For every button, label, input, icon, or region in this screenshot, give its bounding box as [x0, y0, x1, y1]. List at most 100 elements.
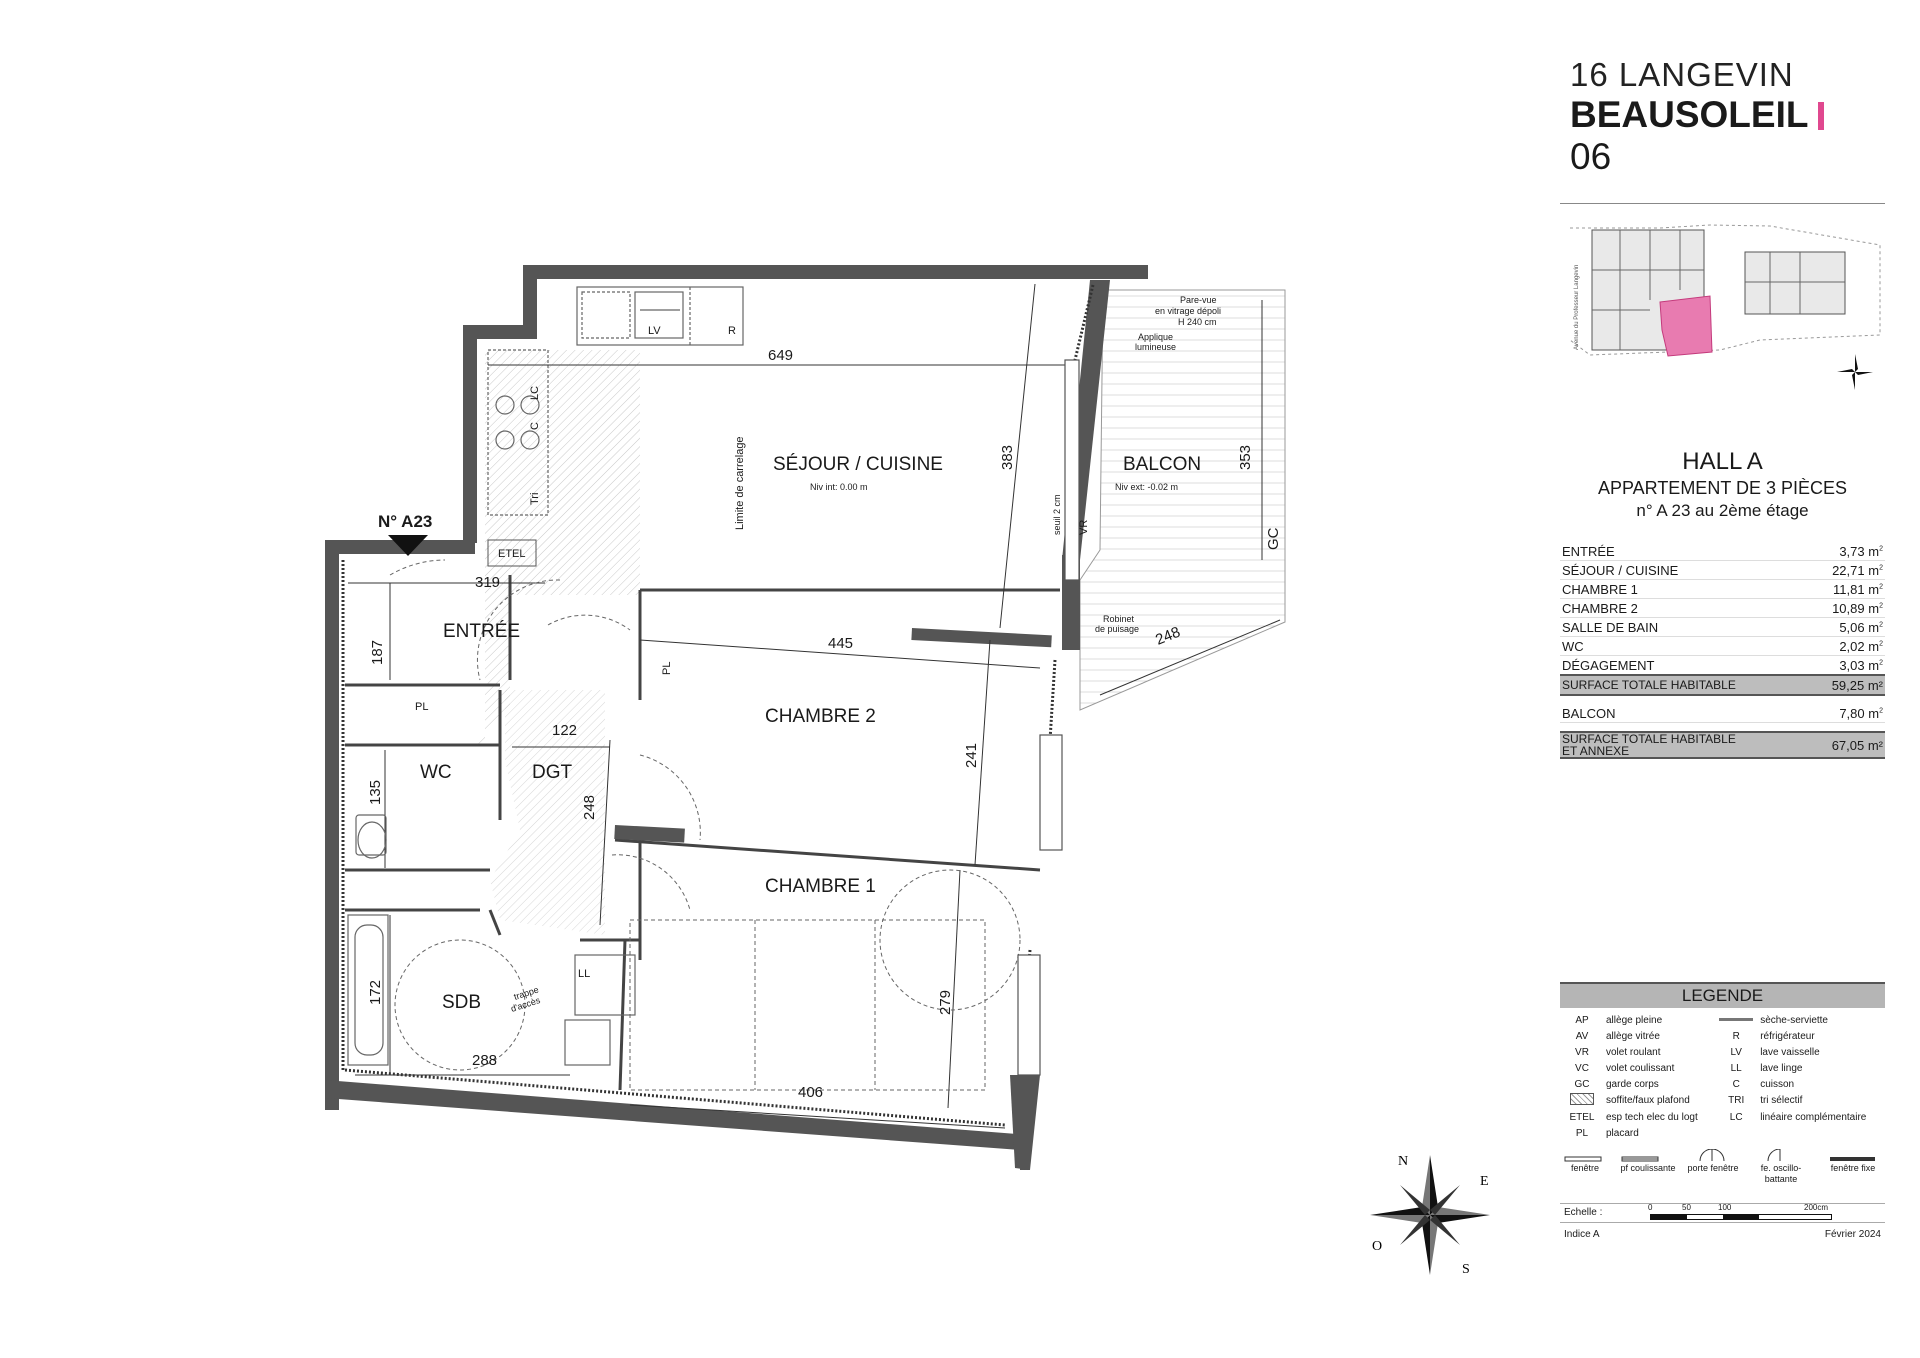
label-pl-ch2: PL — [661, 662, 673, 675]
revision-date: Février 2024 — [1824, 1229, 1881, 1240]
dim-172: 172 — [367, 980, 384, 1005]
dim-319: 319 — [475, 574, 500, 591]
dim-383: 383 — [999, 445, 1016, 470]
label-robinet-1: Robinet — [1103, 614, 1135, 624]
dim-248: 248 — [581, 795, 598, 820]
legend-symbols: fenêtre pf coulissante porte fenêtre fe.… — [1560, 1149, 1885, 1197]
legend-fenetre: fenêtre — [1570, 1163, 1600, 1173]
compass-rose: N E S O — [1370, 1154, 1490, 1277]
tiled-area — [470, 350, 640, 750]
surface-value: 2,02 m2 — [1807, 636, 1885, 656]
surface-value: 10,89 m2 — [1807, 598, 1885, 618]
apartment-ref: n° A 23 au 2ème étage — [1636, 501, 1809, 520]
balcon-label: BALCON — [1560, 704, 1808, 723]
label-vr: VR — [1078, 520, 1090, 535]
surface-name: DÉGAGEMENT — [1560, 655, 1808, 676]
dim-288: 288 — [472, 1052, 497, 1069]
label-parevue-2: en vitrage dépoli — [1155, 306, 1221, 316]
surface-total-label: SURFACE TOTALE HABITABLE — [1560, 674, 1808, 696]
label-lc: LC — [529, 386, 541, 400]
interior-walls — [345, 575, 1060, 1091]
compass-o: O — [1372, 1239, 1382, 1254]
label-gc: GC — [1265, 527, 1282, 550]
surface-value: 5,06 m2 — [1807, 617, 1885, 637]
surface-name: SÉJOUR / CUISINE — [1560, 560, 1808, 580]
soffit-icon — [1570, 1093, 1594, 1105]
dim-187: 187 — [369, 640, 386, 665]
legend-pf: pf coulissante — [1620, 1163, 1676, 1173]
towel-dryer-icon — [1719, 1018, 1754, 1022]
door-swings — [389, 559, 1021, 1091]
compass-s: S — [1462, 1262, 1470, 1277]
project-header: 16 LANGEVIN BEAUSOLEIL06 — [1570, 56, 1870, 178]
windows — [1017, 359, 1080, 1076]
accent-bar — [1818, 102, 1825, 130]
surface-annexe-value: 67,05 m² — [1807, 731, 1885, 759]
indice-label: Indice A — [1564, 1229, 1600, 1240]
room-balcon: BALCON — [1123, 454, 1201, 475]
label-seuil: seuil 2 cm — [1052, 494, 1062, 535]
sejour-level: Niv int: 0.00 m — [810, 482, 868, 492]
compass-n: N — [1398, 1154, 1408, 1169]
project-city: BEAUSOLEIL — [1570, 94, 1809, 135]
dim-649: 649 — [768, 347, 793, 364]
surface-value: 3,03 m2 — [1807, 655, 1885, 676]
kitchen-counter — [487, 286, 744, 516]
label-applique-1: Applique — [1138, 332, 1173, 342]
dim-279: 279 — [937, 990, 954, 1015]
label-robinet-2: de puisage — [1095, 624, 1139, 634]
label-pl-entree: PL — [415, 701, 428, 713]
surface-name: ENTRÉE — [1560, 542, 1808, 561]
wall-fragment — [911, 628, 1052, 648]
legend-porte: porte fenêtre — [1687, 1163, 1739, 1173]
surface-value: 11,81 m2 — [1807, 579, 1885, 599]
wall-fragment — [614, 825, 685, 843]
label-applique-2: lumineuse — [1135, 342, 1176, 352]
project-number: 06 — [1570, 136, 1612, 177]
apartment-type: APPARTEMENT DE 3 PIÈCES — [1597, 478, 1848, 498]
key-plan: Avenue du Professeur Langevin — [1569, 224, 1881, 390]
balcon-value: 7,80 m2 — [1807, 704, 1885, 723]
label-etel: ETEL — [498, 548, 526, 560]
room-wc: WC — [420, 762, 452, 783]
label-parevue-3: H 240 cm — [1178, 317, 1217, 327]
room-dgt: DGT — [532, 762, 573, 783]
surface-name: WC — [1560, 636, 1808, 656]
balcon-level: Niv ext: -0.02 m — [1115, 482, 1178, 492]
room-sdb: SDB — [442, 992, 481, 1013]
project-city-line: BEAUSOLEIL06 — [1570, 94, 1870, 178]
window-symbols — [1564, 1149, 1875, 1162]
header-divider — [1560, 203, 1885, 204]
key-plan-compass — [1837, 354, 1873, 390]
etel-box — [487, 539, 537, 567]
revision-info: Indice A Février 2024 — [1560, 1229, 1885, 1247]
surface-name: SALLE DE BAIN — [1560, 617, 1808, 637]
hall-label: HALL A — [1682, 448, 1763, 475]
label-carrelage: Limite de carrelage — [734, 436, 746, 530]
surface-value: 3,73 m2 — [1807, 542, 1885, 561]
compass-e: E — [1480, 1174, 1489, 1189]
dimension-lines — [348, 283, 1281, 1129]
label-r: R — [728, 325, 736, 337]
key-plan-highlight — [1659, 295, 1713, 357]
